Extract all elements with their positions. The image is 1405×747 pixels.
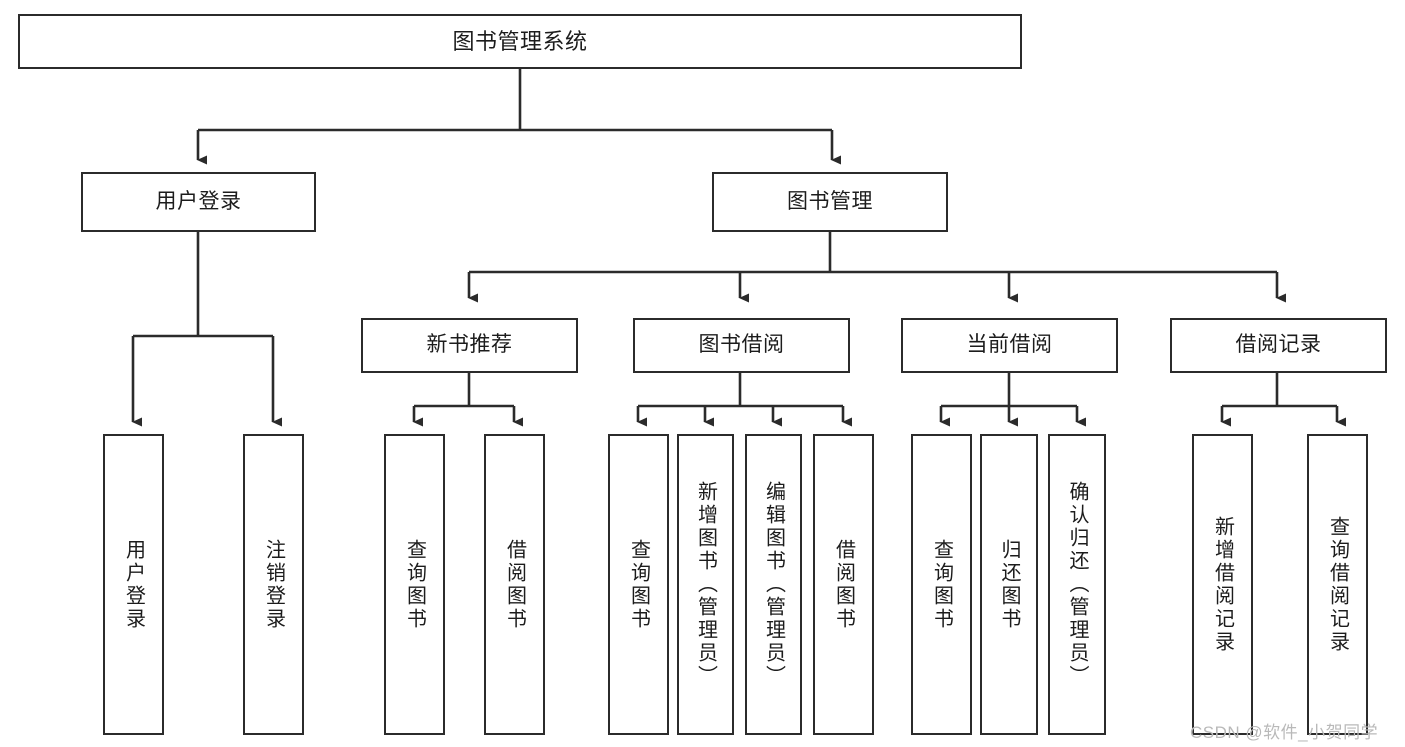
node-label: 查询图书 [403, 538, 426, 631]
node-new-book-recommend[interactable]: 新书推荐 [361, 318, 578, 373]
leaf-add-book[interactable]: 新增图书（管理员） [677, 434, 734, 735]
leaf-logout-login[interactable]: 注销登录 [243, 434, 304, 735]
node-label: 归还图书 [998, 538, 1020, 631]
node-label: 图书管理 [787, 189, 873, 213]
watermark-text: CSDN @软件_小贺同学 [1190, 723, 1379, 742]
leaf-borrow-book-borrow[interactable]: 借阅图书 [813, 434, 874, 735]
leaf-edit-book[interactable]: 编辑图书（管理员） [745, 434, 802, 735]
node-label: 图书借阅 [698, 333, 785, 357]
node-label: 用户登录 [122, 538, 145, 631]
leaf-borrow-book-recommend[interactable]: 借阅图书 [484, 434, 545, 735]
node-label: 查询借阅记录 [1326, 515, 1349, 654]
node-label: 新增借阅记录 [1211, 515, 1234, 654]
leaf-query-borrow-record[interactable]: 查询借阅记录 [1307, 434, 1368, 735]
node-label: 当前借阅 [966, 333, 1053, 357]
leaf-query-book-recommend[interactable]: 查询图书 [384, 434, 445, 735]
node-label: 借阅图书 [503, 538, 526, 631]
node-label: 查询图书 [627, 538, 650, 631]
leaf-query-book-borrow[interactable]: 查询图书 [608, 434, 669, 735]
node-label: 编辑图书（管理员） [762, 481, 785, 688]
node-current-borrow[interactable]: 当前借阅 [901, 318, 1118, 373]
node-label: 查询图书 [930, 538, 953, 631]
node-label: 用户登录 [155, 189, 242, 213]
leaf-add-borrow-record[interactable]: 新增借阅记录 [1192, 434, 1253, 735]
node-label: 借阅记录 [1235, 333, 1322, 357]
node-label: 新书推荐 [426, 333, 513, 357]
node-label: 确认归还（管理员） [1066, 481, 1088, 688]
node-label: 注销登录 [262, 538, 285, 631]
node-label: 借阅图书 [832, 538, 855, 631]
node-root-system[interactable]: 图书管理系统 [18, 14, 1022, 69]
node-user-login[interactable]: 用户登录 [81, 172, 316, 232]
node-book-management[interactable]: 图书管理 [712, 172, 948, 232]
leaf-user-login[interactable]: 用户登录 [103, 434, 164, 735]
leaf-query-book-current[interactable]: 查询图书 [911, 434, 972, 735]
leaf-confirm-return[interactable]: 确认归还（管理员） [1048, 434, 1106, 735]
leaf-return-book[interactable]: 归还图书 [980, 434, 1038, 735]
node-borrow-record[interactable]: 借阅记录 [1170, 318, 1387, 373]
node-book-borrow[interactable]: 图书借阅 [633, 318, 850, 373]
node-label: 图书管理系统 [452, 28, 588, 54]
node-label: 新增图书（管理员） [694, 481, 717, 688]
